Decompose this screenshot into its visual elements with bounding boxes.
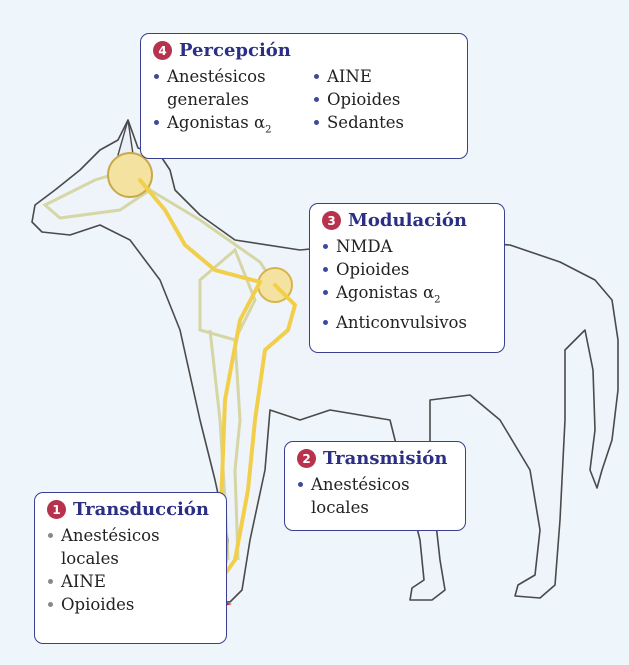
list-item: NMDA <box>322 235 494 258</box>
list-item: AINE <box>47 570 216 593</box>
transduccion-box: 1 Transducción Anestésicos locales AINE … <box>34 492 227 644</box>
list-item: Agonistas α2 <box>322 281 494 311</box>
transduccion-list: Anestésicos locales AINE Opioides <box>47 524 216 616</box>
step-number-badge: 4 <box>153 41 172 60</box>
list-item: Agonistas α2 <box>153 111 299 141</box>
modulacion-box: 3 Modulación NMDA Opioides Agonistas α2 … <box>309 203 505 353</box>
list-item: Opioides <box>313 88 404 111</box>
list-item: Anticonvulsivos <box>322 311 494 334</box>
list-item: Anestésicos locales <box>297 473 431 519</box>
brain-marker <box>108 153 152 197</box>
list-item: Opioides <box>47 593 216 616</box>
percepcion-header: 4 Percepción <box>153 40 457 61</box>
transmision-header: 2 Transmisión <box>297 448 455 469</box>
step-number-badge: 2 <box>297 449 316 468</box>
transmision-title: Transmisión <box>323 448 447 469</box>
list-item: Anestésicos locales <box>47 524 186 570</box>
modulacion-header: 3 Modulación <box>322 210 494 231</box>
list-item: Anestésicos generales <box>153 65 299 111</box>
transmision-list: Anestésicos locales <box>297 473 455 519</box>
percepcion-box: 4 Percepción Anestésicos generales Agoni… <box>140 33 468 159</box>
percepcion-list-col1: Anestésicos generales Agonistas α2 <box>153 65 299 141</box>
list-item: Sedantes <box>313 111 404 134</box>
modulacion-list: NMDA Opioides Agonistas α2 Anticonvulsiv… <box>322 235 494 334</box>
percepcion-title: Percepción <box>179 40 291 61</box>
transduccion-title: Transducción <box>73 499 209 520</box>
transduccion-header: 1 Transducción <box>47 499 216 520</box>
list-item: AINE <box>313 65 404 88</box>
percepcion-list-col2: AINE Opioides Sedantes <box>313 65 404 141</box>
transmision-box: 2 Transmisión Anestésicos locales <box>284 441 466 531</box>
modulacion-title: Modulación <box>348 210 467 231</box>
step-number-badge: 3 <box>322 211 341 230</box>
step-number-badge: 1 <box>47 500 66 519</box>
list-item: Opioides <box>322 258 494 281</box>
